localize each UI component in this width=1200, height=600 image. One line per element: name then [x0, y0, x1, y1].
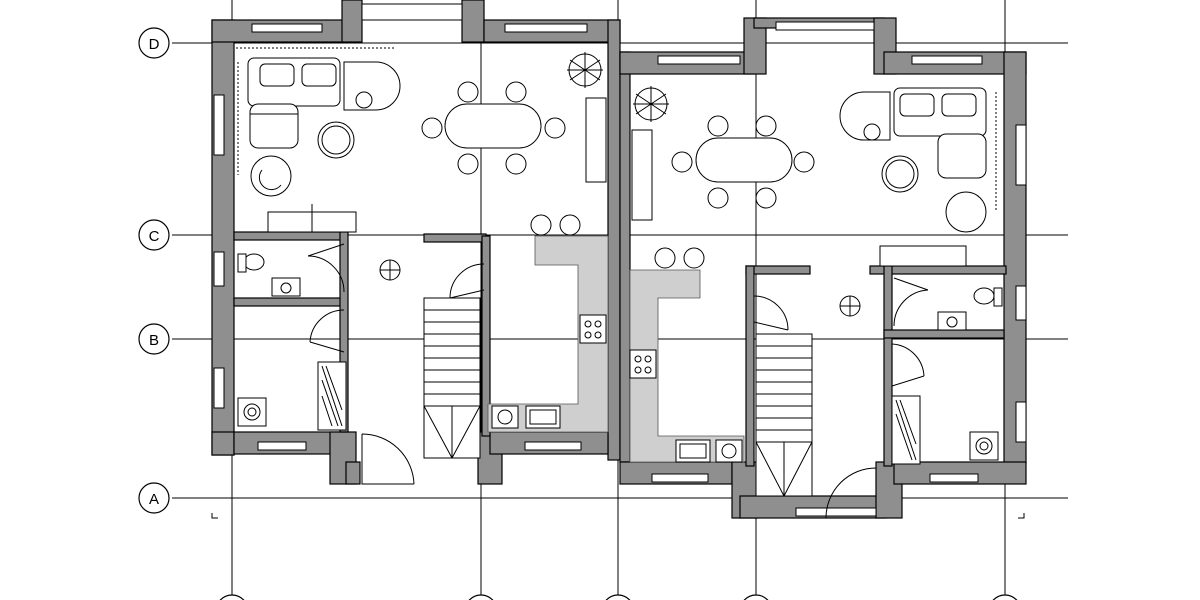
washbasin-icon-right — [937, 311, 967, 331]
plant-icon — [567, 52, 603, 88]
coffee-table-icon — [317, 121, 355, 159]
hob-icon — [579, 314, 607, 344]
hall-door-swing-icon — [449, 263, 485, 299]
left-bathroom — [237, 243, 345, 297]
column-bubble-2 — [468, 594, 494, 600]
front-door-swing-icon — [361, 433, 415, 485]
left-utility — [237, 309, 347, 431]
left-hall — [361, 259, 485, 485]
ceiling-light-icon-right — [839, 295, 861, 317]
left-kitchen — [487, 214, 609, 433]
right-hall — [753, 295, 877, 519]
axis-bubble-b: B — [138, 323, 170, 355]
plant-icon-right — [633, 86, 669, 122]
hall-door-swing-icon-right — [753, 295, 789, 331]
lamp-table-icon — [343, 61, 401, 111]
axis-label-a: A — [149, 491, 159, 508]
column-bubble-5 — [992, 594, 1018, 600]
boiler-icon — [237, 397, 267, 427]
door-swing-icon-right-2 — [891, 343, 925, 387]
right-living-room — [839, 87, 997, 267]
dining-table-icon — [444, 103, 542, 149]
washbasin-icon — [271, 277, 301, 297]
door-swing-icon-right — [893, 277, 929, 327]
armchair-icon — [249, 103, 299, 149]
round-chair-icon-right — [945, 191, 987, 233]
axis-label-c: C — [149, 228, 160, 245]
column-axis-bubbles — [219, 594, 1018, 600]
fridge-icon-right — [715, 439, 743, 463]
axis-bubble-d: D — [138, 27, 170, 59]
toilet-icon — [237, 253, 265, 273]
left-dining-area — [421, 52, 607, 183]
ceiling-light-icon — [379, 259, 401, 281]
sink-icon-right — [675, 439, 711, 463]
radiator-icon-right — [891, 395, 921, 465]
column-bubble-3 — [605, 594, 631, 600]
chair-icon — [421, 81, 566, 175]
axis-bubble-c: C — [138, 219, 170, 251]
sink-icon — [525, 405, 561, 429]
armchair-icon-right — [937, 133, 987, 179]
curtain-icon — [236, 47, 395, 175]
sideboard — [585, 97, 607, 183]
corner-marks — [211, 513, 1025, 519]
sideboard-right — [631, 129, 653, 221]
right-kitchen — [629, 247, 745, 463]
door-swing-icon — [307, 243, 345, 293]
bar-stool-icon-right — [654, 247, 705, 269]
right-utility — [891, 343, 999, 465]
column-bubble-4 — [743, 594, 769, 600]
dining-table-icon-right — [695, 137, 793, 183]
round-chair-icon — [250, 155, 292, 197]
lamp-table-icon-right — [839, 91, 891, 141]
column-bubble-1 — [219, 594, 245, 600]
right-dining-area — [631, 86, 815, 221]
kitchen-counter — [487, 235, 609, 433]
axis-label-d: D — [149, 36, 160, 53]
fridge-icon — [491, 405, 519, 429]
bar-stool-icon — [530, 214, 581, 236]
sofa-icon — [247, 57, 341, 107]
chair-icon-right — [671, 115, 815, 209]
radiator-icon — [317, 361, 347, 431]
row-axis-bubbles: D C B A — [138, 27, 170, 514]
axis-label-b: B — [149, 332, 159, 349]
coffee-table-icon-right — [881, 155, 919, 193]
windows — [213, 3, 1027, 517]
front-door-swing-icon-right — [825, 467, 877, 519]
axis-bubble-a: A — [138, 482, 170, 514]
hob-icon-right — [629, 349, 657, 379]
right-bathroom — [893, 277, 1003, 331]
staircase-icon-right — [755, 333, 813, 497]
boiler-icon-right — [969, 431, 999, 461]
door-swing-icon-2 — [309, 309, 345, 353]
left-living-room — [236, 47, 401, 233]
staircase-icon — [423, 297, 481, 459]
toilet-icon-right — [973, 287, 1003, 307]
sofa-icon-right — [893, 87, 987, 137]
tv-unit-right — [879, 245, 967, 267]
